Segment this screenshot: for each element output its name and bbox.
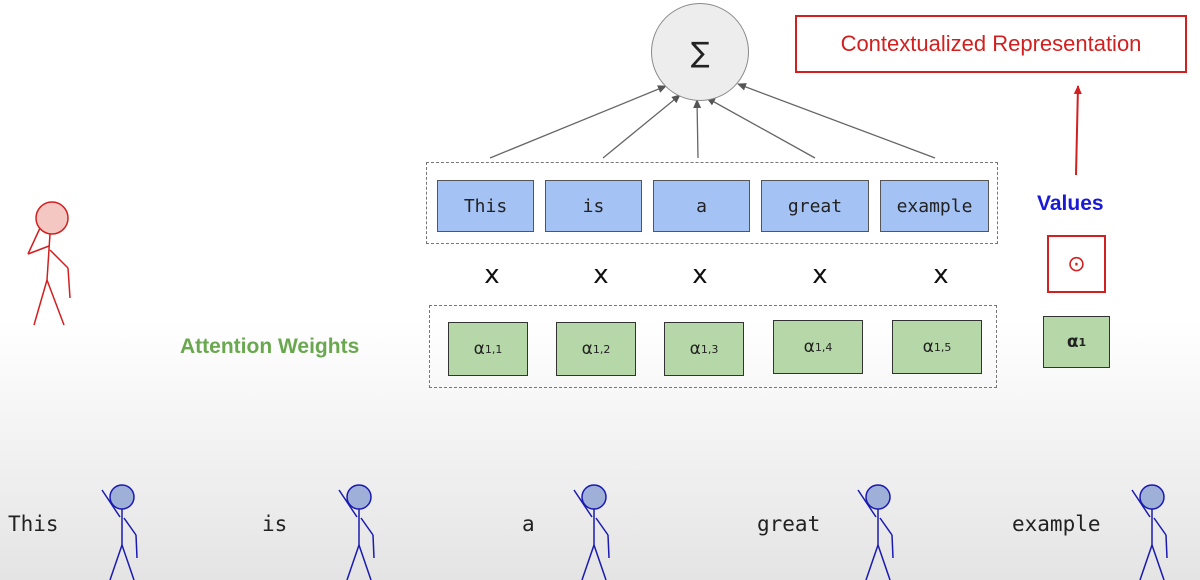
sentence-word-this: This	[8, 512, 59, 536]
alpha-subscript: 1,2	[592, 342, 611, 356]
sentence-word-example: example	[1012, 512, 1101, 536]
word-figures	[101, 484, 1168, 580]
alpha-subscript: 1,4	[814, 340, 833, 354]
weights-group	[429, 305, 997, 388]
alpha-subscript: 1	[1078, 335, 1087, 349]
alpha-symbol: α	[1066, 332, 1079, 352]
value-token: is	[582, 195, 605, 217]
elementwise-product-box: ⊙	[1047, 235, 1106, 293]
values-label: Values	[1037, 192, 1104, 215]
value-token: example	[896, 195, 973, 217]
value-token: This	[463, 195, 508, 217]
value-token: a	[696, 195, 707, 217]
value-box-example: example	[880, 180, 989, 232]
alpha-symbol: α	[581, 339, 593, 359]
value-to-sum-arrow	[489, 85, 667, 159]
word-figure	[573, 484, 610, 580]
alpha-symbol: α	[473, 339, 485, 359]
multiply-sign: x	[484, 260, 500, 290]
alpha-symbol: α	[803, 337, 815, 357]
multiply-sign: x	[593, 260, 609, 290]
odot-symbol: ⊙	[1067, 251, 1086, 277]
output-arrow	[1073, 85, 1082, 176]
value-box-a: a	[653, 180, 750, 232]
value-to-sum-arrow	[693, 99, 702, 159]
sentence-word-is: is	[262, 512, 288, 536]
multiply-sign: x	[933, 260, 949, 290]
word-figure	[1131, 484, 1168, 580]
value-to-sum-arrow	[602, 94, 681, 159]
attention-weights-label: Attention Weights	[180, 335, 360, 358]
alpha-symbol: α	[922, 337, 934, 357]
value-to-sum-arrow	[737, 83, 936, 159]
word-figure	[101, 484, 138, 580]
contextualized-label: Contextualized Representation	[840, 31, 1142, 56]
value-box-is: is	[545, 180, 642, 232]
contextualized-representation-box: Contextualized Representation	[795, 15, 1187, 73]
values-group	[426, 162, 998, 244]
query-figure	[27, 201, 71, 326]
sum-arrows	[489, 83, 936, 159]
alpha-subscript: 1,5	[933, 340, 952, 354]
alpha-subscript: 1,1	[484, 342, 503, 356]
value-box-great: great	[761, 180, 869, 232]
alpha-symbol: α	[689, 339, 701, 359]
value-box-this: This	[437, 180, 534, 232]
word-figure	[338, 484, 375, 580]
sum-node: ∑	[651, 3, 749, 101]
sentence-word-great: great	[757, 512, 821, 536]
sentence-word-a: a	[522, 512, 535, 536]
alpha-subscript: 1,3	[700, 342, 719, 356]
sum-symbol: ∑	[690, 35, 710, 69]
value-token: great	[787, 195, 843, 217]
value-to-sum-arrow	[706, 97, 816, 159]
word-figure	[857, 484, 894, 580]
multiply-sign: x	[692, 260, 708, 290]
multiply-sign: x	[812, 260, 828, 290]
